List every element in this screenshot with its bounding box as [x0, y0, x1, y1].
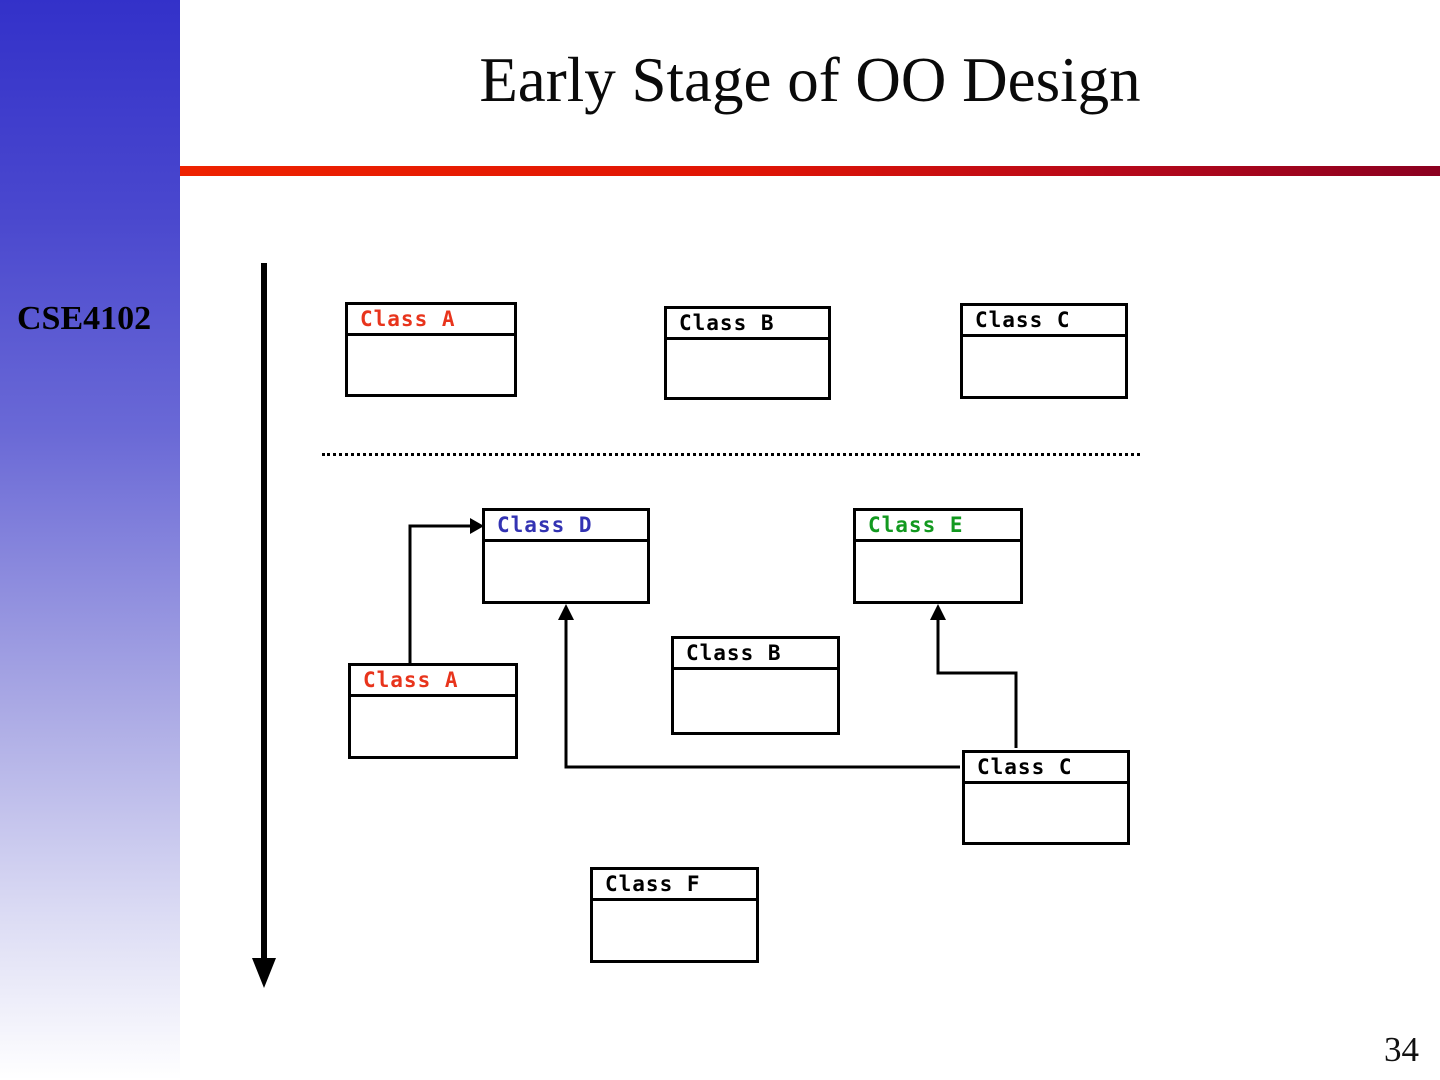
class-box-header: Class A — [348, 305, 514, 336]
dotted-separator-line — [322, 453, 1140, 456]
class-box-header: Class B — [674, 639, 837, 670]
class-label: Class C — [977, 755, 1073, 779]
class-box-header: Class C — [965, 753, 1127, 784]
class-box-top-b: Class B — [664, 306, 831, 400]
class-box-top-c: Class C — [960, 303, 1128, 399]
class-box-bottom-c: Class C — [962, 750, 1130, 845]
class-box-top-a: Class A — [345, 302, 517, 397]
class-box-body — [667, 340, 828, 397]
title-underline-rule — [180, 166, 1440, 176]
class-box-bottom-a: Class A — [348, 663, 518, 759]
class-label: Class F — [605, 872, 701, 896]
class-label: Class B — [679, 311, 775, 335]
class-box-d: Class D — [482, 508, 650, 604]
class-label: Class D — [497, 513, 593, 537]
slide-title: Early Stage of OO Design — [479, 45, 1141, 115]
connector-c-to-e-arrow — [930, 604, 1018, 748]
class-label: Class E — [868, 513, 964, 537]
class-label: Class C — [975, 308, 1071, 332]
class-box-body — [965, 784, 1127, 842]
class-box-header: Class D — [485, 511, 647, 542]
class-box-f: Class F — [590, 867, 759, 963]
page-number: 34 — [1384, 1030, 1419, 1069]
timeline-arrow — [252, 263, 276, 988]
class-label: Class A — [363, 668, 459, 692]
class-label: Class A — [360, 307, 456, 331]
sidebar-gradient-bar — [0, 0, 180, 1080]
class-box-header: Class E — [856, 511, 1020, 542]
class-box-body — [674, 670, 837, 732]
class-box-body — [593, 901, 756, 960]
class-box-body — [485, 542, 647, 601]
class-box-e: Class E — [853, 508, 1023, 604]
class-box-bottom-b: Class B — [671, 636, 840, 735]
class-box-body — [348, 336, 514, 394]
course-code-label: CSE4102 — [17, 300, 152, 337]
class-box-header: Class C — [963, 306, 1125, 337]
class-box-body — [963, 337, 1125, 396]
class-box-body — [351, 697, 515, 756]
class-box-body — [856, 542, 1020, 601]
class-box-header: Class A — [351, 666, 515, 697]
connector-a-to-d-arrow — [408, 518, 484, 663]
class-box-header: Class B — [667, 309, 828, 340]
class-box-header: Class F — [593, 870, 756, 901]
class-label: Class B — [686, 641, 782, 665]
